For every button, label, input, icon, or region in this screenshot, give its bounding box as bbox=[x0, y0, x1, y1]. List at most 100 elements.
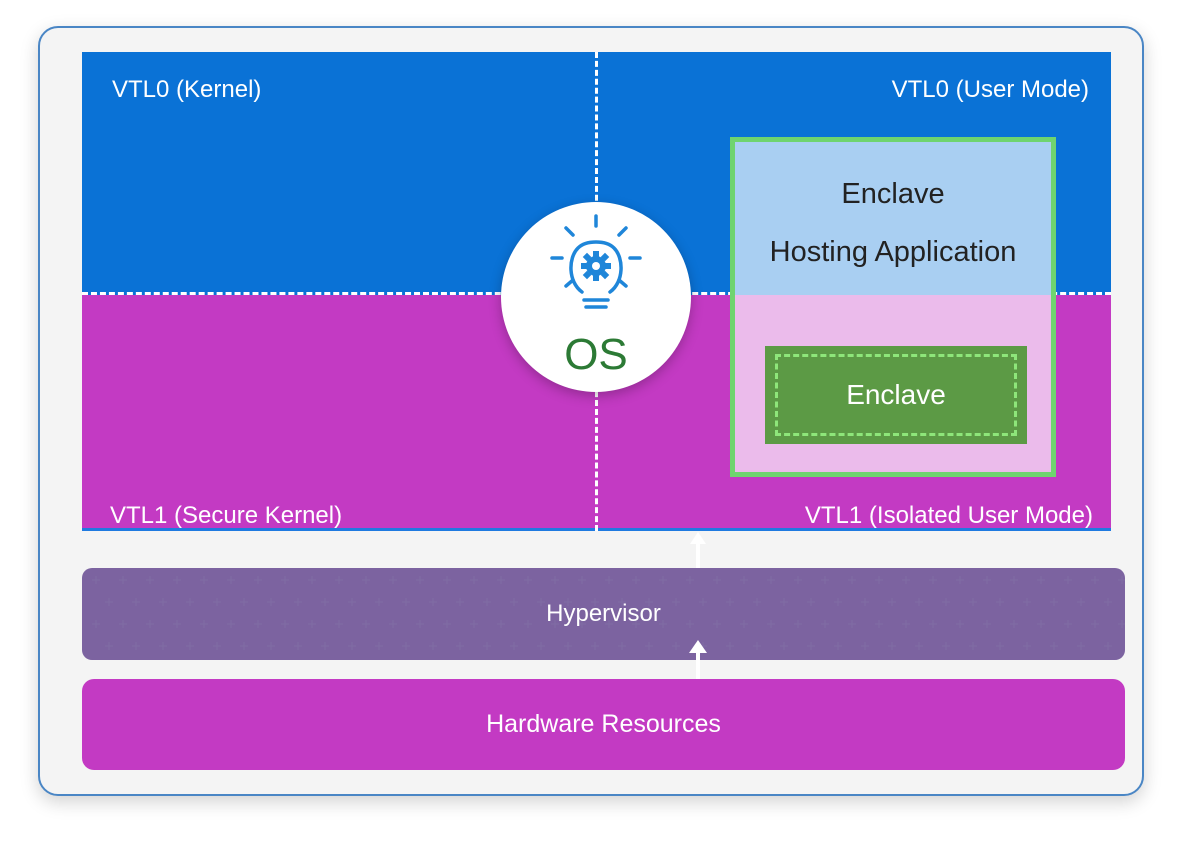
os-badge: OS bbox=[501, 202, 691, 392]
lightbulb-gear-icon bbox=[550, 214, 642, 309]
plus-mark bbox=[915, 642, 923, 650]
vtl1-secure-kernel-label: VTL1 (Secure Kernel) bbox=[110, 502, 343, 529]
plus-mark bbox=[308, 576, 316, 584]
plus-mark bbox=[227, 576, 235, 584]
plus-mark bbox=[173, 620, 181, 628]
os-label: OS bbox=[564, 330, 628, 379]
plus-pattern bbox=[92, 576, 1125, 650]
plus-mark bbox=[1091, 620, 1099, 628]
plus-mark bbox=[146, 576, 154, 584]
plus-mark bbox=[807, 642, 815, 650]
plus-mark bbox=[591, 598, 599, 606]
plus-mark bbox=[888, 642, 896, 650]
plus-mark bbox=[996, 598, 1004, 606]
plus-mark bbox=[848, 620, 856, 628]
plus-mark bbox=[902, 576, 910, 584]
plus-mark bbox=[794, 576, 802, 584]
plus-mark bbox=[294, 598, 302, 606]
plus-mark bbox=[1077, 598, 1085, 606]
plus-mark bbox=[200, 576, 208, 584]
plus-mark bbox=[146, 620, 154, 628]
plus-mark bbox=[807, 598, 815, 606]
plus-mark bbox=[105, 642, 113, 650]
plus-mark bbox=[740, 620, 748, 628]
plus-mark bbox=[483, 642, 491, 650]
plus-mark bbox=[888, 598, 896, 606]
plus-mark bbox=[969, 642, 977, 650]
plus-mark bbox=[429, 598, 437, 606]
plus-mark bbox=[821, 576, 829, 584]
plus-mark bbox=[618, 598, 626, 606]
plus-mark bbox=[672, 598, 680, 606]
plus-mark bbox=[848, 576, 856, 584]
plus-mark bbox=[983, 576, 991, 584]
plus-mark bbox=[821, 620, 829, 628]
vtl0-user-mode-label: VTL0 (User Mode) bbox=[891, 76, 1089, 103]
plus-mark bbox=[875, 576, 883, 584]
plus-mark bbox=[659, 620, 667, 628]
plus-mark bbox=[605, 576, 613, 584]
plus-mark bbox=[227, 620, 235, 628]
plus-mark bbox=[119, 576, 127, 584]
plus-mark bbox=[915, 598, 923, 606]
plus-mark bbox=[956, 620, 964, 628]
host-app-title-line2: Hosting Application bbox=[769, 236, 1017, 268]
plus-mark bbox=[551, 576, 559, 584]
plus-mark bbox=[537, 642, 545, 650]
hypervisor-layer: Hypervisor bbox=[82, 568, 1125, 660]
plus-mark bbox=[1050, 598, 1058, 606]
plus-mark bbox=[564, 642, 572, 650]
plus-mark bbox=[1037, 576, 1045, 584]
plus-mark bbox=[429, 642, 437, 650]
plus-mark bbox=[375, 642, 383, 650]
plus-mark bbox=[254, 576, 262, 584]
plus-mark bbox=[564, 598, 572, 606]
plus-mark bbox=[834, 598, 842, 606]
up-arrow-icon bbox=[690, 532, 706, 570]
plus-mark bbox=[1023, 642, 1031, 650]
plus-mark bbox=[1050, 642, 1058, 650]
plus-mark bbox=[159, 598, 167, 606]
plus-mark bbox=[119, 620, 127, 628]
plus-mark bbox=[591, 642, 599, 650]
plus-mark bbox=[780, 642, 788, 650]
plus-mark bbox=[267, 642, 275, 650]
plus-mark bbox=[996, 642, 1004, 650]
plus-mark bbox=[321, 642, 329, 650]
plus-mark bbox=[686, 620, 694, 628]
plus-mark bbox=[578, 576, 586, 584]
plus-mark bbox=[483, 598, 491, 606]
plus-mark bbox=[92, 576, 100, 584]
plus-mark bbox=[902, 620, 910, 628]
plus-mark bbox=[348, 642, 356, 650]
plus-mark bbox=[632, 576, 640, 584]
plus-mark bbox=[389, 576, 397, 584]
enclave-dashed-border bbox=[775, 354, 1017, 436]
plus-mark bbox=[645, 642, 653, 650]
plus-mark bbox=[308, 620, 316, 628]
vtl1-isolated-user-mode-label: VTL1 (Isolated User Mode) bbox=[804, 502, 1093, 529]
plus-mark bbox=[497, 576, 505, 584]
plus-mark bbox=[524, 620, 532, 628]
plus-mark bbox=[1023, 598, 1031, 606]
plus-mark bbox=[956, 576, 964, 584]
plus-mark bbox=[726, 598, 734, 606]
plus-mark bbox=[510, 598, 518, 606]
plus-mark bbox=[537, 598, 545, 606]
plus-mark bbox=[294, 642, 302, 650]
plus-mark bbox=[240, 598, 248, 606]
plus-mark bbox=[1010, 620, 1018, 628]
plus-mark bbox=[929, 576, 937, 584]
plus-mark bbox=[875, 620, 883, 628]
plus-mark bbox=[1064, 576, 1072, 584]
plus-mark bbox=[443, 620, 451, 628]
plus-mark bbox=[767, 576, 775, 584]
plus-mark bbox=[213, 642, 221, 650]
plus-mark bbox=[672, 642, 680, 650]
plus-mark bbox=[686, 576, 694, 584]
plus-mark bbox=[645, 598, 653, 606]
plus-mark bbox=[362, 620, 370, 628]
plus-mark bbox=[416, 576, 424, 584]
plus-mark bbox=[861, 598, 869, 606]
plus-mark bbox=[969, 598, 977, 606]
